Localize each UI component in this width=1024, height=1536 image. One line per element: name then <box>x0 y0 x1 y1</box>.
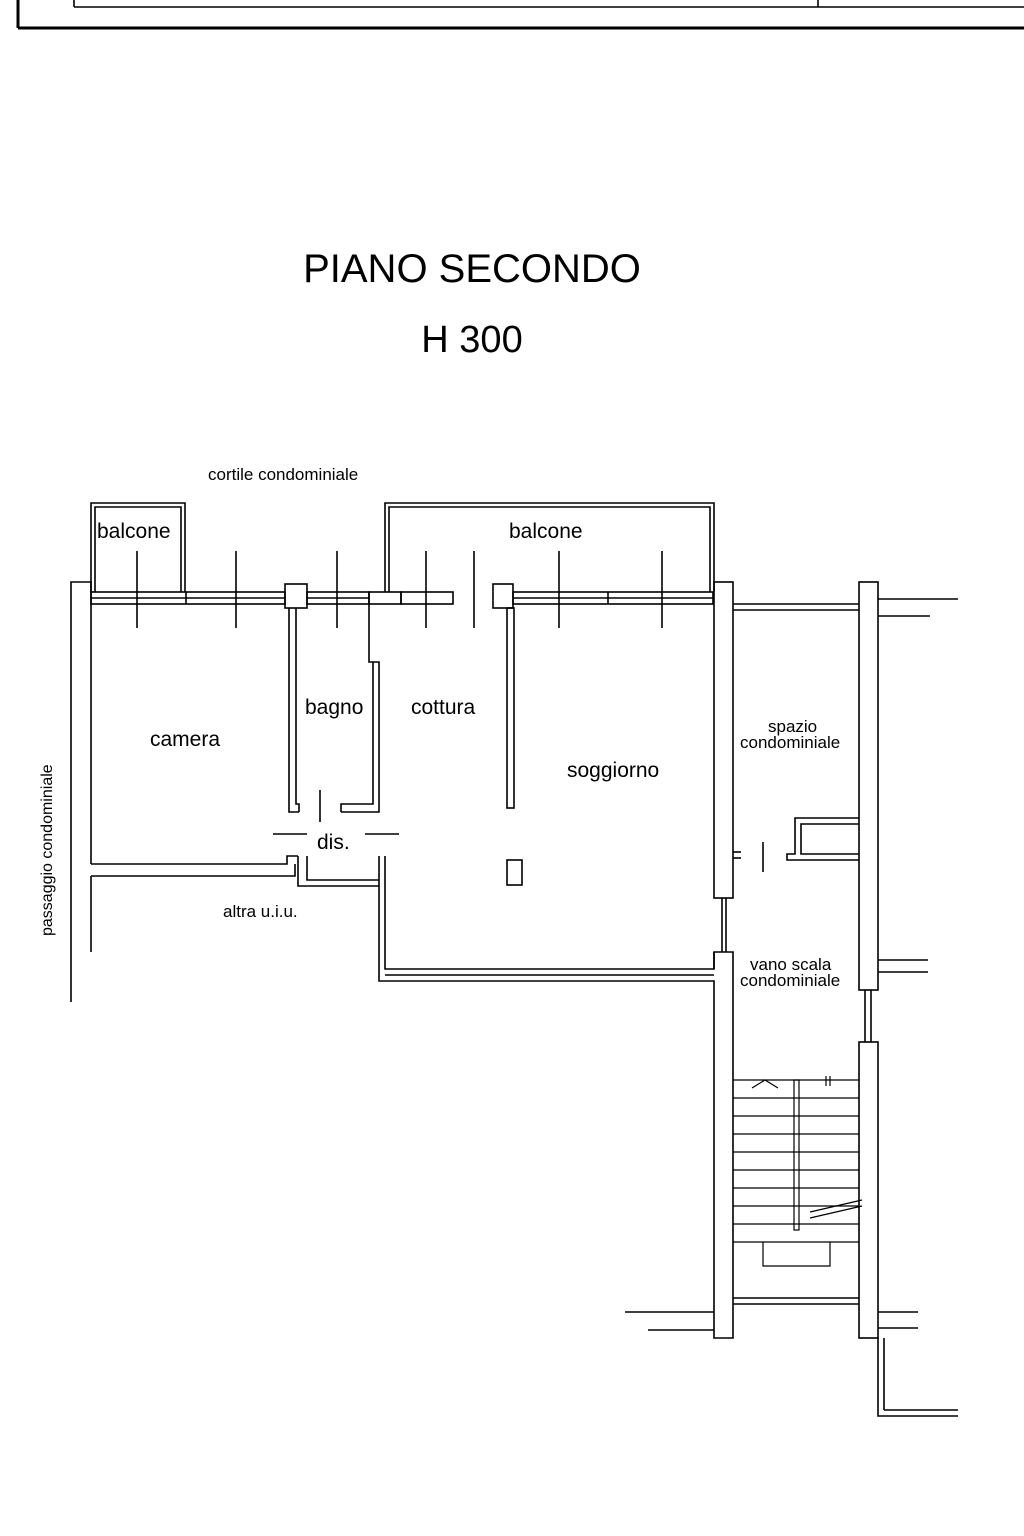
balcony-right-label: balcone <box>509 520 583 543</box>
common-space-walls <box>733 603 859 861</box>
common-space-label-1: spazio <box>768 717 818 736</box>
kitchen-living-wall <box>506 607 515 809</box>
lower-wall-stubs <box>625 1297 859 1331</box>
kitchen-label: cottura <box>411 696 476 719</box>
hallway-label: dis. <box>317 831 350 854</box>
common-space-label-2: condominiale <box>740 733 841 752</box>
balcony-right-outline <box>384 502 715 592</box>
hallway-marks <box>273 833 523 886</box>
left-outer-wall <box>70 581 92 1002</box>
stairwell-label-2: condominiale <box>740 971 841 990</box>
ceiling-height-label: H 300 <box>421 319 523 361</box>
courtyard-label: cortile condominiale <box>208 465 359 484</box>
bathroom-walls <box>288 604 380 822</box>
apartment-east-wall <box>713 581 764 952</box>
stairwell-label-1: vano scala <box>750 955 832 974</box>
passage-label: passaggio condominiale <box>39 764 56 936</box>
living-south-wall <box>378 856 734 1339</box>
plan-title: PIANO SECONDO <box>303 247 641 291</box>
bedroom-south-wall <box>91 855 379 887</box>
staircase <box>733 1076 863 1267</box>
living-room-label: soggiorno <box>567 759 660 782</box>
section-ticks <box>136 551 663 628</box>
bathroom-label: bagno <box>305 696 364 719</box>
balcony-left-outline <box>90 502 186 592</box>
title-block-frame <box>16 0 1024 30</box>
other-unit-label: altra u.i.u. <box>223 902 298 921</box>
balcony-left-label: balcone <box>97 520 171 543</box>
bedroom-label: camera <box>150 728 221 751</box>
stairwell-east-wall <box>858 581 958 1417</box>
